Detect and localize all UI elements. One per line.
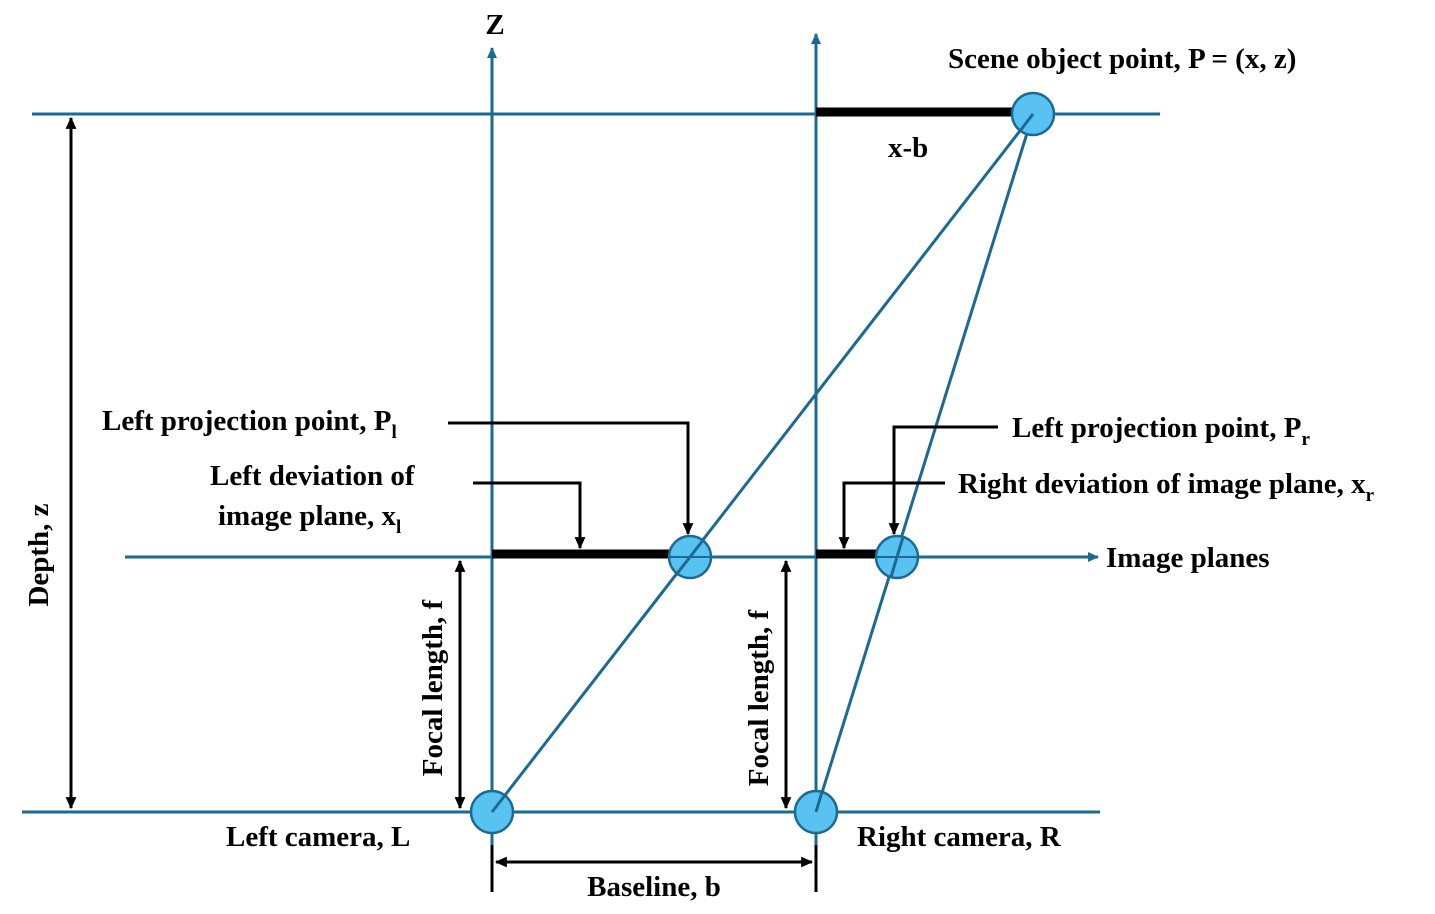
z-axis-label: Z <box>485 9 504 41</box>
right-projection-sub: r <box>1301 429 1310 450</box>
right-focal-length-label: Focal length, f <box>743 609 775 786</box>
right-ray-overlay-camera <box>814 791 824 813</box>
left-ray-overlay-camera <box>490 793 508 813</box>
left-deviation-main: image plane, x <box>218 500 397 532</box>
baseline-label: Baseline, b <box>587 871 721 903</box>
left-projection-main: Left projection point, P <box>102 405 391 437</box>
x-minus-b-label: x-b <box>888 132 928 164</box>
right-deviation-leader <box>838 481 945 550</box>
scene-point-label: Scene object point, P = (x, z) <box>948 43 1296 75</box>
left-deviation-leader <box>473 481 586 550</box>
left-focal-length-label: Focal length, f <box>417 599 449 776</box>
depth-label: Depth, z <box>23 503 55 606</box>
left-camera-label: Left camera, L <box>226 821 410 853</box>
left-projection-sub: l <box>391 422 396 443</box>
right-projection-label: Left projection point, Pr <box>1012 412 1310 450</box>
image-planes-label: Image planes <box>1106 542 1270 574</box>
left-projection-label: Left projection point, Pl <box>102 405 397 443</box>
right-deviation-label: Right deviation of image plane, xr <box>958 468 1375 506</box>
left-deviation-sub: l <box>396 517 401 538</box>
right-projection-main: Left projection point, P <box>1012 412 1301 444</box>
left-deviation-label-line2: image plane, xl <box>218 500 401 538</box>
left-projection-ray <box>490 113 1035 813</box>
right-projection-leader <box>888 425 998 536</box>
right-camera-label: Right camera, R <box>857 821 1062 853</box>
left-projection-leader <box>448 421 694 536</box>
right-projection-ray <box>814 113 1035 813</box>
scene-ray-overlay <box>1018 113 1035 132</box>
left-deviation-label-line1: Left deviation of <box>210 460 415 492</box>
right-deviation-main: Right deviation of image plane, x <box>958 468 1366 500</box>
right-deviation-sub: r <box>1366 485 1375 506</box>
